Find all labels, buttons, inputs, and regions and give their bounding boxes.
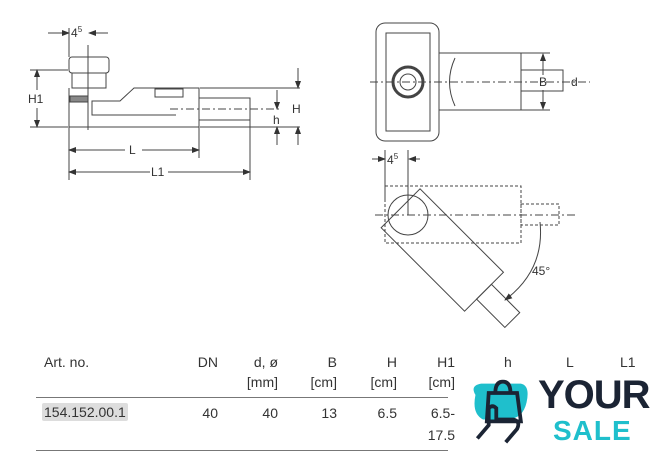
header-h-unit: [cm] <box>370 374 397 390</box>
header-small-h: h <box>504 354 512 370</box>
h-label: H <box>292 102 301 116</box>
cell-b: 13 <box>321 405 337 421</box>
l-label: L <box>129 143 136 157</box>
rotated-offset-label: 45 <box>387 152 399 167</box>
header-d-unit: [mm] <box>246 374 278 390</box>
rotated-view <box>372 150 575 329</box>
header-h1: H1 <box>437 354 455 370</box>
small-h-label: h <box>273 113 280 127</box>
angle-label: 45° <box>532 264 550 278</box>
cell-h1-line1: 6.5- <box>430 405 455 421</box>
header-d: d, ø <box>253 354 278 370</box>
offset-label: 45 <box>71 25 83 40</box>
cell-d: 40 <box>262 405 278 421</box>
l1-label: L1 <box>151 165 165 179</box>
header-b: B <box>327 354 337 370</box>
header-l: L <box>566 354 574 370</box>
header-dn: DN <box>197 354 218 370</box>
header-art-no: Art. no. <box>44 354 90 370</box>
header-b-unit: [cm] <box>310 374 337 390</box>
b-label: B <box>539 75 547 89</box>
article-number[interactable]: 154.152.00.1 <box>42 403 128 421</box>
row-divider <box>36 450 448 451</box>
cell-dn: 40 <box>202 405 218 421</box>
header-divider <box>36 397 448 398</box>
logo-word-sale: SALE <box>553 415 632 446</box>
top-view <box>370 22 590 142</box>
technical-drawing: 45 H1 H h L L1 B d 45 45° <box>28 22 590 329</box>
side-view <box>30 28 301 180</box>
header-h: H <box>386 354 397 370</box>
logo-word-your: YOUR <box>538 373 651 417</box>
cell-h: 6.5 <box>377 405 397 421</box>
header-l1: L1 <box>620 354 636 370</box>
cell-h1-line2: 17.5 <box>427 427 455 443</box>
header-h1-unit: [cm] <box>428 374 455 390</box>
shopping-bag-hand-icon <box>473 379 528 444</box>
d-label: d <box>571 75 578 89</box>
h1-label: H1 <box>28 92 44 106</box>
